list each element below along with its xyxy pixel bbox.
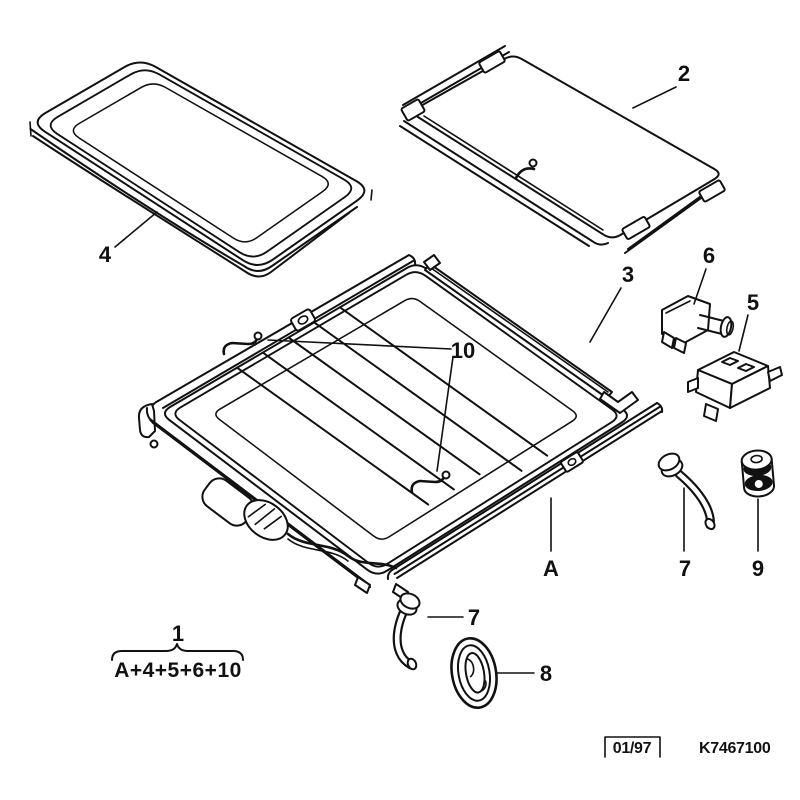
callout-switch-unit: 5 <box>747 290 759 315</box>
callout-hose-bottom: 7 <box>468 605 480 630</box>
assembly-legend: 1 A+4+5+6+10 <box>111 621 244 682</box>
switch-unit-drawing <box>687 351 783 422</box>
frame-assembly-drawing <box>137 254 664 601</box>
legend-brace <box>111 643 244 661</box>
callout-glass-panel: 4 <box>99 242 112 267</box>
legend-formula: A+4+5+6+10 <box>114 659 242 682</box>
bushing-drawing <box>740 449 775 498</box>
glass-panel-drawing <box>29 61 373 278</box>
motor-drawing <box>661 295 735 354</box>
leader-lines <box>114 86 759 674</box>
date-code: 01/97 <box>613 740 652 757</box>
callout-guide-clips: 10 <box>451 338 475 363</box>
sunshade-panel-drawing <box>399 45 726 254</box>
date-code-box <box>604 736 661 758</box>
drain-hose-bottom-drawing <box>392 592 421 671</box>
callout-grommet: 8 <box>540 661 552 686</box>
deflector-rail-drawing <box>423 254 639 414</box>
callout-bushing: 9 <box>752 556 764 581</box>
footer: 01/97 K7467100 <box>604 736 771 758</box>
callout-hose-right: 7 <box>679 556 691 581</box>
drawing-number: K7467100 <box>699 740 771 757</box>
drain-hose-right-drawing <box>657 452 716 531</box>
callout-sunshade: 2 <box>678 61 690 86</box>
legend-group-number: 1 <box>172 621 184 646</box>
callout-deflector-rail: 3 <box>622 262 634 287</box>
callout-motor: 6 <box>703 243 715 268</box>
callout-frame-rail: A <box>543 556 559 581</box>
grommet-drawing <box>450 637 498 709</box>
